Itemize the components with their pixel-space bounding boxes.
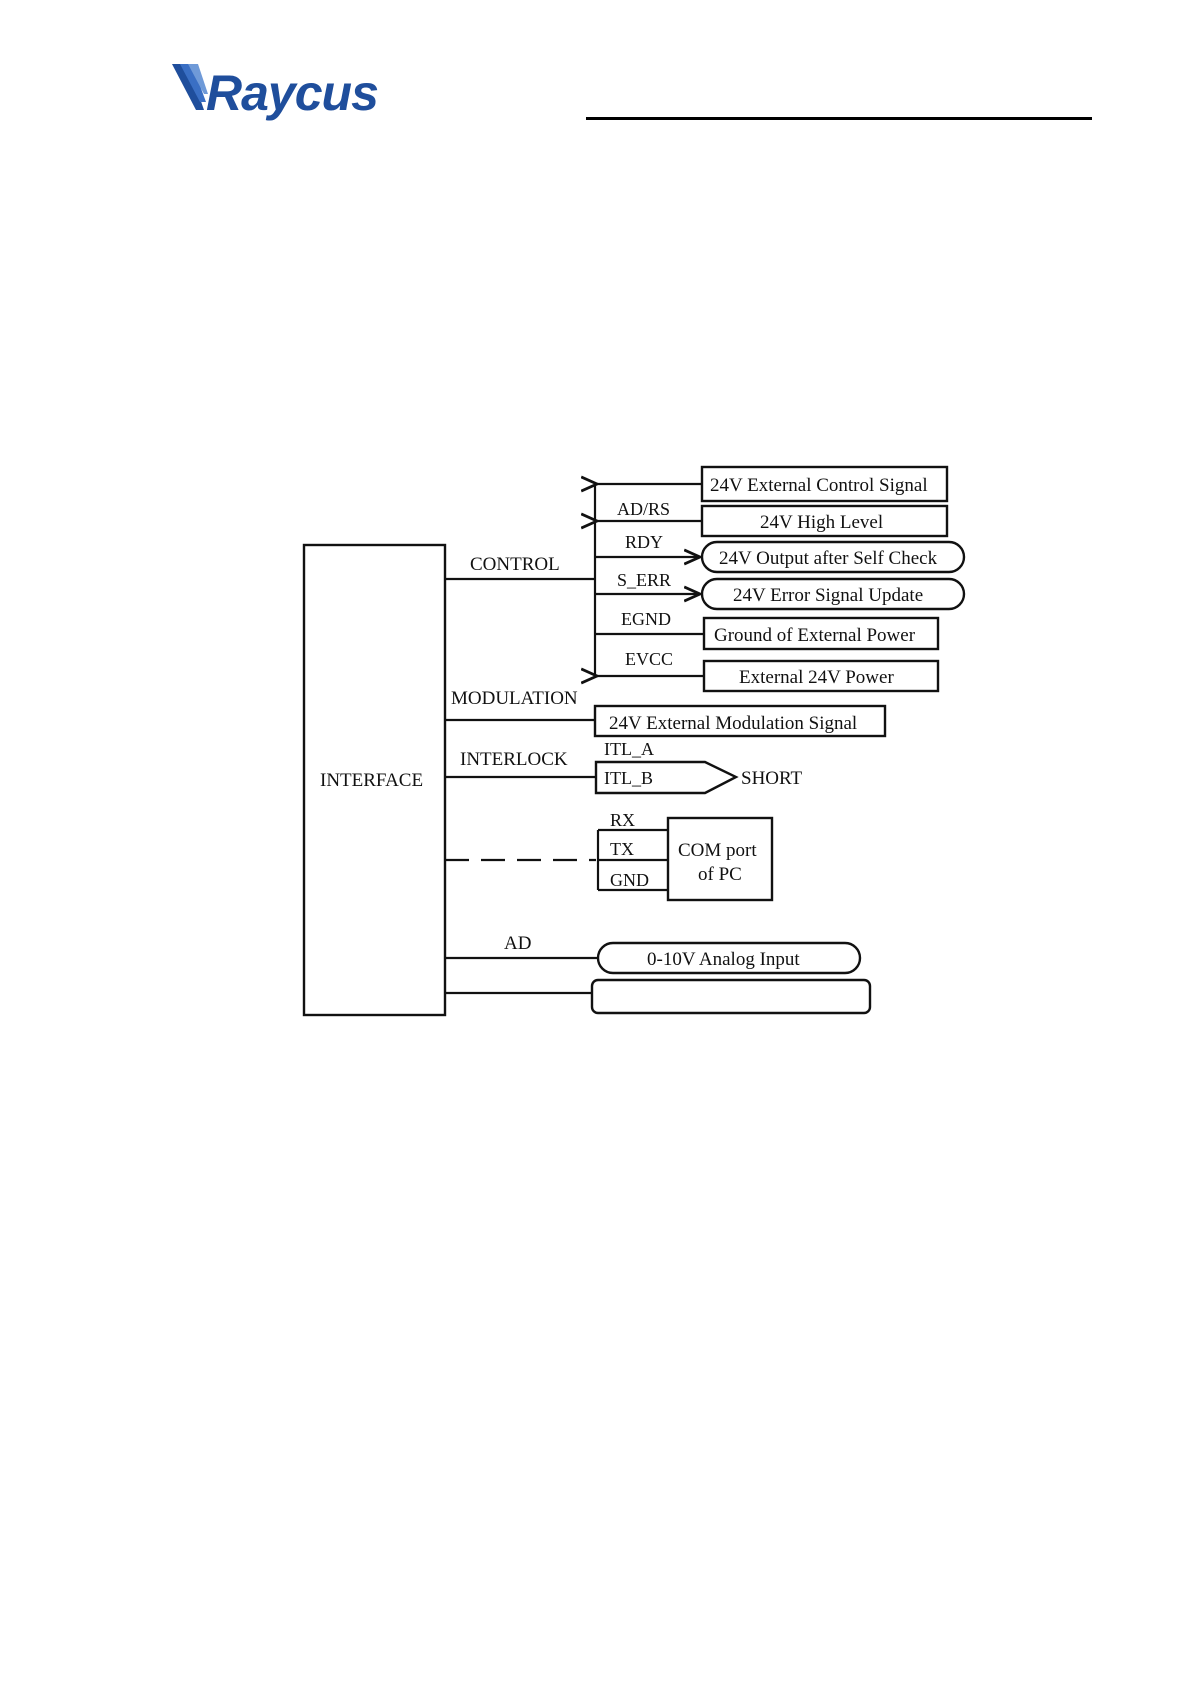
interlock-label: INTERLOCK [460, 749, 568, 770]
short-label: SHORT [741, 768, 803, 789]
interlock-connector [594, 760, 739, 795]
header-rule [586, 117, 1092, 120]
text-analog-input: 0-10V Analog Input [647, 949, 800, 970]
box-self-check [700, 540, 966, 574]
text-ext-power: External 24V Power [739, 667, 894, 688]
pin-gnd: GND [610, 870, 649, 890]
pin-egnd: EGND [621, 609, 671, 629]
logo-stripes-icon [172, 64, 204, 110]
pin-rx: RX [610, 810, 635, 830]
pin-evcc: EVCC [625, 649, 673, 669]
text-high-level: 24V High Level [760, 512, 883, 533]
interface-block [302, 543, 447, 1017]
ad-label: AD [504, 933, 531, 954]
text-com-port-2: of PC [698, 864, 742, 885]
box-modulation [593, 704, 887, 738]
box-com-port [666, 816, 774, 902]
control-label: CONTROL [470, 554, 560, 575]
pin-tx: TX [610, 839, 634, 859]
pin-itl-b: ITL_B [604, 768, 653, 788]
text-modulation: 24V External Modulation Signal [609, 713, 857, 734]
box-error-update [700, 577, 966, 611]
pin-itl-a: ITL_A [604, 739, 654, 759]
text-error-update: 24V Error Signal Update [733, 585, 923, 606]
box-analog-input [596, 941, 862, 975]
pin-adrs: AD/RS [617, 499, 670, 519]
text-ground-ext: Ground of External Power [714, 625, 916, 646]
pin-rdy: RDY [625, 532, 663, 552]
raycus-logo: Raycus [172, 64, 379, 121]
pin-serr: S_ERR [617, 570, 671, 590]
interface-label: INTERFACE [320, 770, 423, 791]
text-com-port-1: COM port [678, 840, 757, 861]
logo-text: Raycus [206, 65, 378, 121]
box-ext-power [702, 659, 940, 693]
text-self-check: 24V Output after Self Check [719, 548, 938, 569]
modulation-label: MODULATION [451, 688, 578, 709]
box-ground-ext [702, 616, 940, 651]
text-ext-control: 24V External Control Signal [710, 475, 928, 496]
box-high-level [700, 504, 949, 538]
box-blank [590, 978, 872, 1015]
box-ext-control [700, 465, 949, 503]
